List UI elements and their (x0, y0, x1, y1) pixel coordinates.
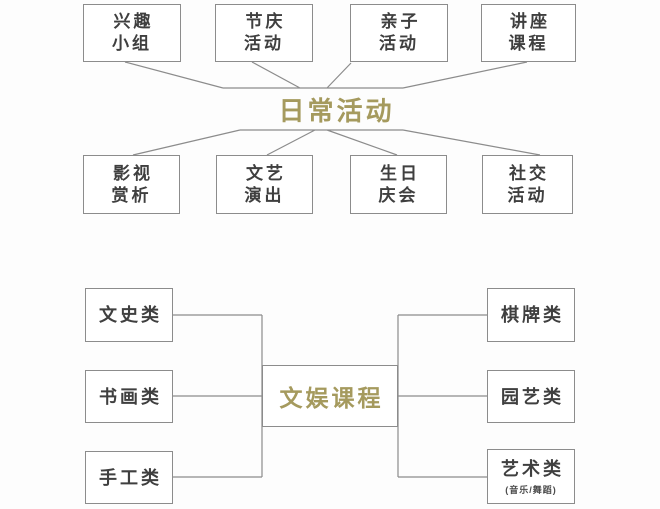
node-literature-history: 文史类 (85, 288, 173, 342)
node-chess-cards-label: 棋牌类 (501, 305, 564, 325)
node-festival-activities-label: 节庆 活动 (244, 12, 286, 53)
node-arts-sublabel: (音乐/舞蹈) (505, 484, 557, 495)
node-parent-child-activities-label: 亲子 活动 (379, 12, 421, 53)
daily-top-connectors (124, 61, 528, 89)
node-lecture-courses-label: 讲座 课程 (508, 12, 550, 53)
node-social-activities: 社交 活动 (482, 155, 573, 214)
node-chess-cards: 棋牌类 (487, 288, 575, 342)
node-gardening: 园艺类 (487, 370, 575, 423)
node-calligraphy-painting-label: 书画类 (99, 386, 162, 407)
node-social-activities-label: 社交 活动 (507, 163, 549, 205)
node-art-performance-label: 文艺 演出 (244, 163, 286, 205)
node-film-appreciation: 影视 赏析 (83, 155, 180, 214)
daily-bottom-connectors (132, 129, 541, 156)
node-festival-activities: 节庆 活动 (215, 4, 313, 62)
node-lecture-courses: 讲座 课程 (481, 4, 576, 62)
node-handicrafts-label: 手工类 (99, 467, 162, 488)
node-arts-label: 艺术类 (501, 458, 564, 479)
node-birthday-parties: 生日 庆会 (350, 155, 447, 214)
node-parent-child-activities: 亲子 活动 (350, 4, 448, 62)
node-literature-history-label: 文史类 (99, 305, 162, 325)
node-arts: 艺术类 (音乐/舞蹈) (487, 449, 575, 504)
node-birthday-parties-label: 生日 庆会 (378, 163, 420, 205)
node-interest-group-label: 兴趣 小组 (112, 12, 154, 53)
node-film-appreciation-label: 影视 赏析 (111, 163, 153, 205)
node-calligraphy-painting: 书画类 (85, 370, 173, 423)
hub-culture-courses: 文娱课程 (262, 365, 398, 427)
node-handicrafts: 手工类 (85, 451, 173, 504)
node-interest-group: 兴趣 小组 (83, 4, 181, 62)
node-gardening-label: 园艺类 (501, 386, 564, 407)
hub-daily-activities: 日常活动 (255, 92, 415, 126)
node-art-performance: 文艺 演出 (216, 155, 313, 214)
